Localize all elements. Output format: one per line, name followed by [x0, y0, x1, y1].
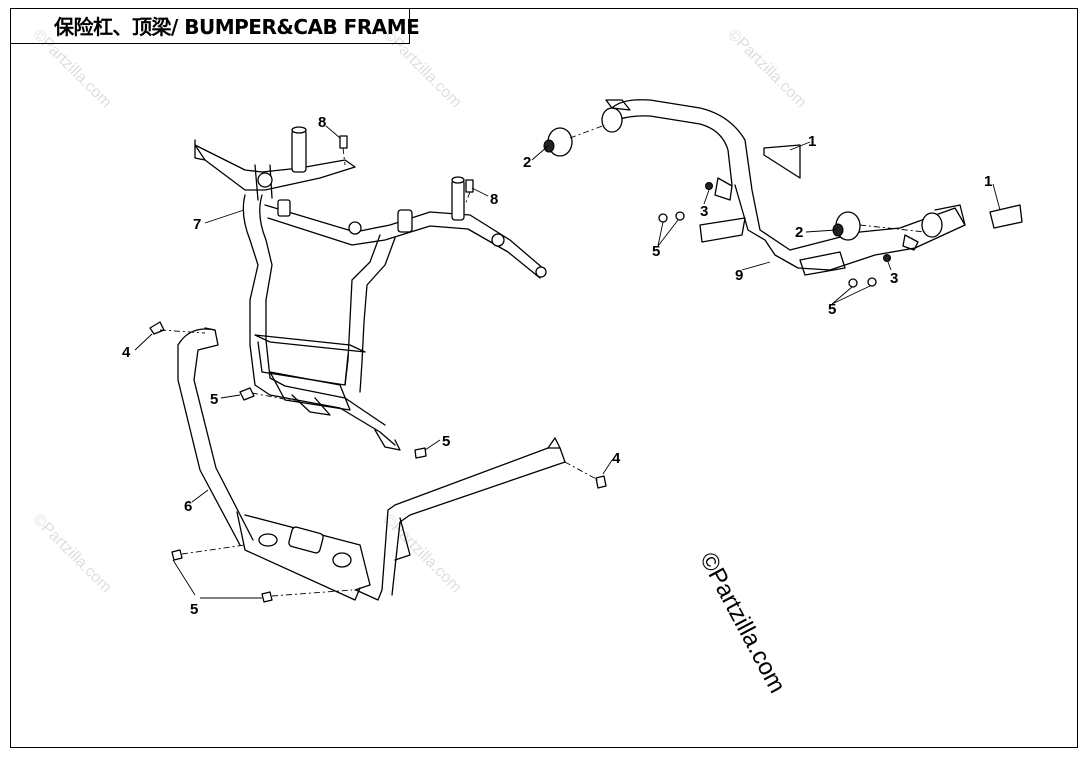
- callout-2: 2: [795, 224, 803, 241]
- leader-lines: [134, 125, 1001, 599]
- callout-7: 7: [193, 216, 201, 233]
- bushing-part-2: [543, 127, 861, 241]
- alignment-lines: [159, 124, 926, 597]
- callout-5: 5: [210, 391, 218, 408]
- pad-part-1: [763, 144, 1023, 229]
- title-box: 保险杠、顶梁/ BUMPER&CAB FRAME: [10, 8, 420, 44]
- callout-2: 2: [523, 154, 531, 171]
- callout-1: 1: [808, 133, 816, 150]
- callout-5: 5: [442, 433, 450, 450]
- callout-5: 5: [652, 243, 660, 260]
- callout-8: 8: [318, 114, 326, 131]
- diagram-title: 保险杠、顶梁/ BUMPER&CAB FRAME: [54, 15, 420, 39]
- callout-3: 3: [890, 270, 898, 287]
- diagram-border: [10, 8, 1078, 748]
- callout-6: 6: [184, 498, 192, 515]
- callout-9: 9: [735, 267, 743, 284]
- bumper-part-6: [177, 327, 566, 601]
- callout-5: 5: [190, 601, 198, 618]
- callouts: 1 1 2 2 3 3 4 4 5 5 5 5 5 6 7 8 8 9: [122, 114, 992, 618]
- callout-3: 3: [700, 203, 708, 220]
- callout-1: 1: [984, 173, 992, 190]
- callout-5: 5: [828, 301, 836, 318]
- bumper-part-9: [601, 99, 966, 276]
- callout-4: 4: [612, 450, 621, 467]
- callout-8: 8: [490, 191, 498, 208]
- callout-4: 4: [122, 344, 131, 361]
- cab-frame-part-7: [194, 126, 547, 451]
